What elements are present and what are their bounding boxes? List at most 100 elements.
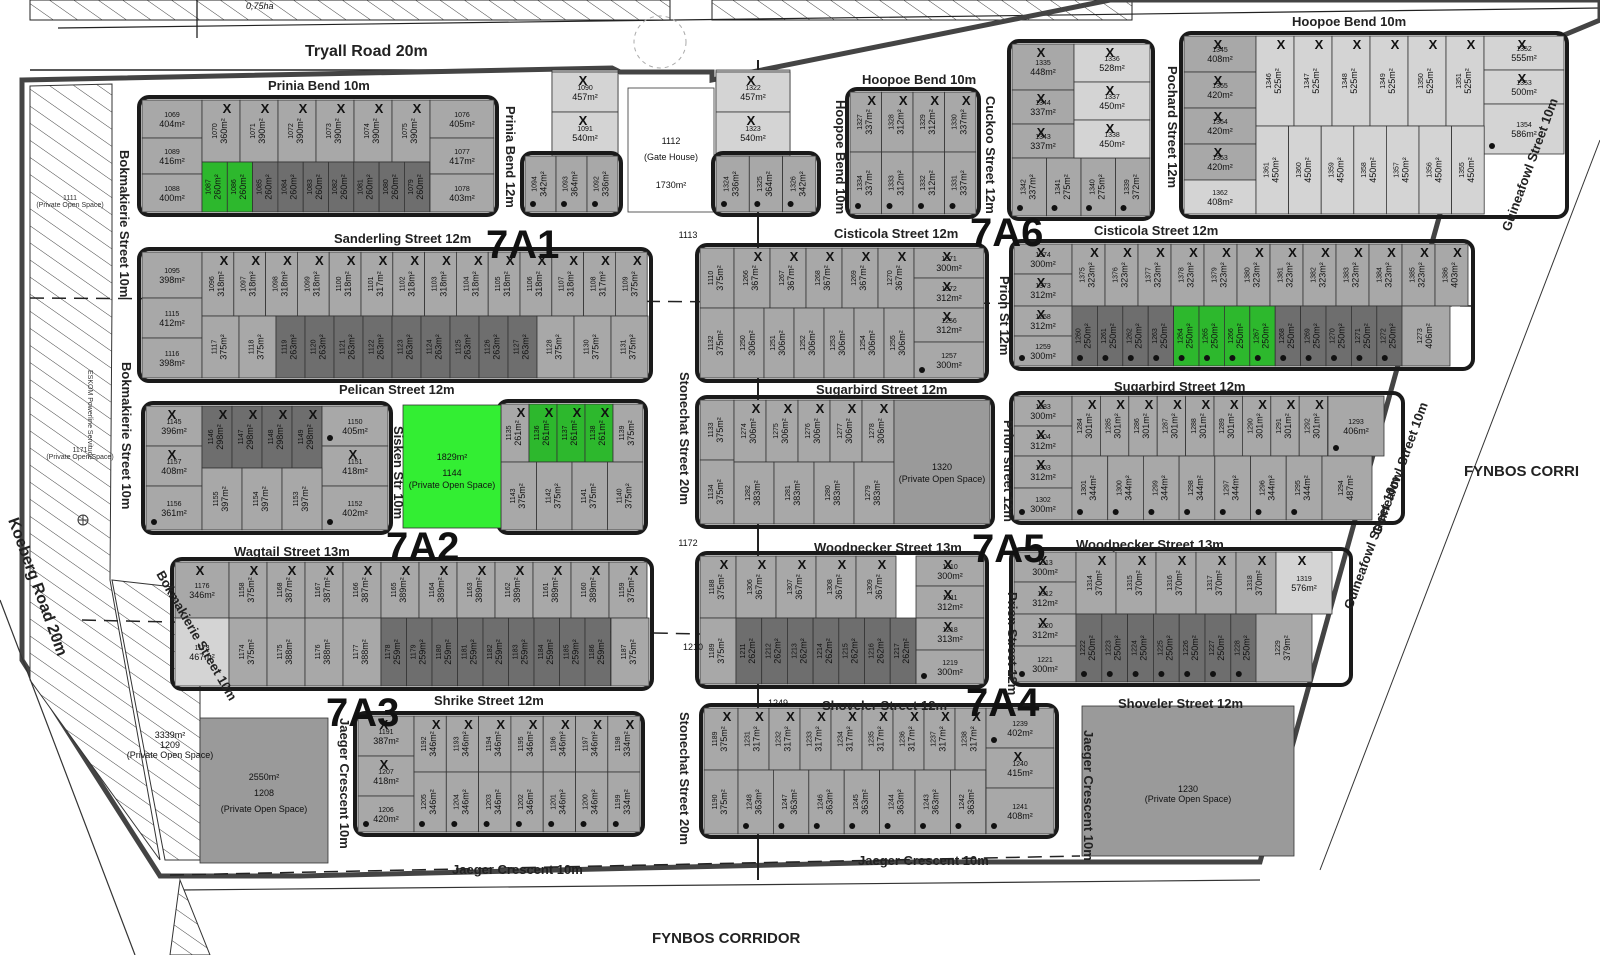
pos-1230-area[interactable] [1081,705,1295,857]
